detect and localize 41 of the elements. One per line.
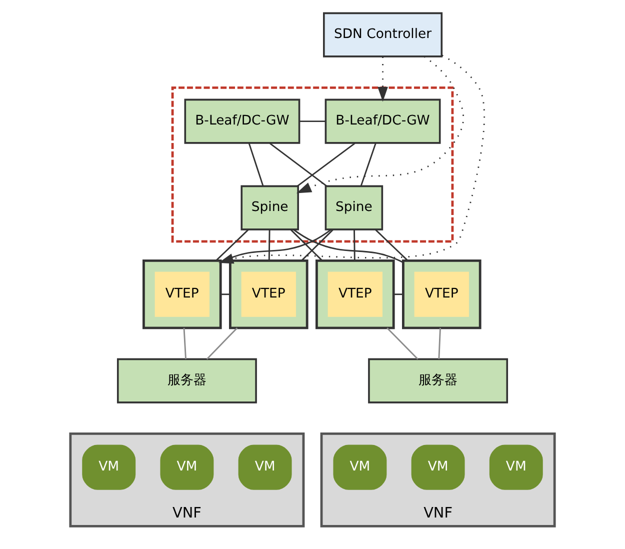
node-box: VM bbox=[411, 444, 465, 490]
node-box: VM bbox=[238, 444, 292, 490]
node-box: Spine bbox=[324, 185, 384, 230]
node-box: VM bbox=[333, 444, 387, 490]
connector bbox=[206, 327, 238, 360]
cluster bbox=[229, 259, 308, 330]
connector bbox=[248, 143, 264, 186]
node-box: 服务器 bbox=[368, 358, 508, 404]
node-box: Spine bbox=[240, 185, 299, 230]
node-box: VM bbox=[160, 444, 214, 490]
arrow bbox=[378, 56, 388, 102]
connector bbox=[183, 328, 186, 360]
connector bbox=[394, 294, 404, 296]
connector bbox=[301, 229, 334, 262]
node-box: VTEP bbox=[241, 272, 296, 317]
node-box: SDN Controller bbox=[323, 12, 443, 58]
connector bbox=[220, 294, 230, 296]
connector bbox=[375, 229, 408, 262]
node-box: 服务器 bbox=[116, 358, 257, 404]
node-box: VTEP bbox=[414, 272, 469, 317]
node-box: VTEP bbox=[328, 272, 382, 317]
arrow bbox=[296, 56, 464, 194]
connector bbox=[292, 228, 404, 264]
node-box: B-Leaf/DC-GW bbox=[184, 98, 300, 144]
cluster bbox=[402, 259, 482, 330]
node-box: VTEP bbox=[154, 272, 210, 317]
connector bbox=[215, 229, 249, 262]
connector bbox=[438, 328, 441, 360]
node-box: VM bbox=[489, 444, 543, 490]
connector bbox=[297, 142, 356, 187]
connector bbox=[269, 142, 328, 187]
connector bbox=[360, 143, 376, 186]
cluster bbox=[316, 259, 395, 330]
connector bbox=[290, 229, 323, 262]
node-box: B-Leaf/DC-GW bbox=[324, 98, 441, 144]
cluster bbox=[142, 259, 222, 330]
connector bbox=[299, 120, 326, 122]
connector bbox=[386, 327, 418, 360]
connector bbox=[354, 230, 356, 261]
node-box: VM bbox=[82, 444, 136, 490]
connector bbox=[268, 230, 270, 261]
